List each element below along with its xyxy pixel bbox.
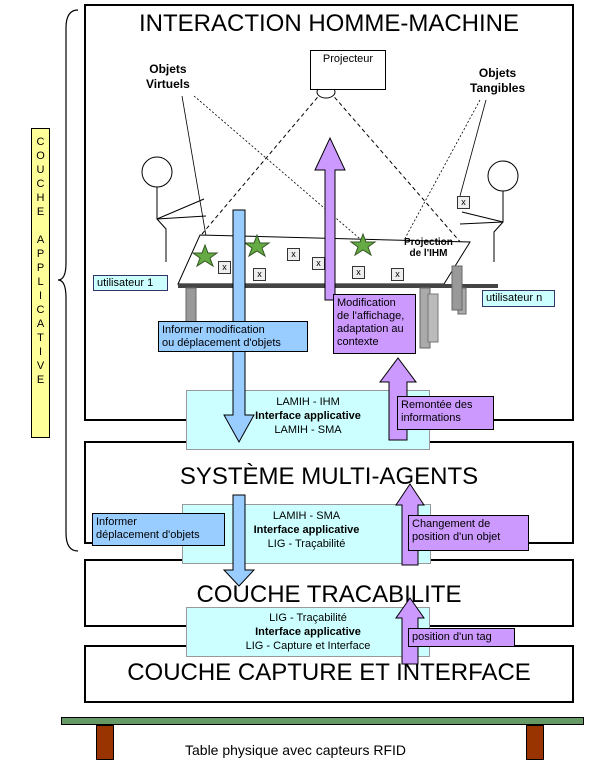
table-leg-left	[96, 725, 114, 760]
table-caption: Table physique avec capteurs RFID	[185, 742, 406, 758]
side-label-letter: O	[36, 150, 45, 162]
side-label-letter: T	[37, 332, 44, 344]
side-label-letter: I	[38, 346, 43, 358]
side-label-letter: A	[36, 318, 45, 330]
table-leg-right	[526, 725, 544, 760]
side-label-letter: I	[38, 290, 43, 302]
side-label-letter: E	[36, 374, 45, 386]
tangible-object: x	[287, 248, 300, 261]
projector-box: Projecteur	[310, 50, 386, 90]
side-label-letter: H	[36, 192, 45, 204]
side-label-letter: A	[36, 234, 45, 246]
table-top	[61, 717, 584, 725]
side-label-letter: U	[36, 164, 45, 176]
position-tag-label: position d'un tag	[408, 628, 515, 647]
beam-left	[201, 91, 323, 235]
blue-down-arrow-bottom	[222, 494, 256, 587]
layer-tracabilite-title: COUCHE TRACABILITE	[196, 581, 462, 608]
layer-sma-title: SYSTÈME MULTI-AGENTS	[179, 463, 479, 490]
side-label-letter: C	[36, 178, 45, 190]
utilisateur-1-label: utilisateur 1	[93, 275, 168, 291]
side-label-letter: V	[36, 360, 45, 372]
purple-up-arrow-top	[314, 136, 346, 301]
side-label-letter: E	[36, 206, 45, 218]
side-label-letter: C	[36, 136, 45, 148]
side-label-letter: C	[36, 304, 45, 316]
tangible-object: x	[352, 266, 365, 279]
beam-right	[329, 91, 463, 245]
layer-ihm-title: INTERACTION HOMME-MACHINE	[139, 10, 519, 37]
side-label-letter: P	[36, 248, 45, 260]
side-label-letter: L	[37, 276, 44, 288]
side-label-letter: P	[36, 262, 45, 274]
tangible-object: x	[457, 196, 470, 209]
tangible-object: x	[218, 261, 231, 274]
layer-capture-title: COUCHE CAPTURE ET INTERFACE	[127, 659, 531, 686]
utilisateur-n-label: utilisateur n	[482, 290, 555, 307]
tangible-object: x	[253, 268, 266, 281]
layer-brace	[57, 9, 79, 552]
tangible-object: x	[391, 268, 404, 281]
